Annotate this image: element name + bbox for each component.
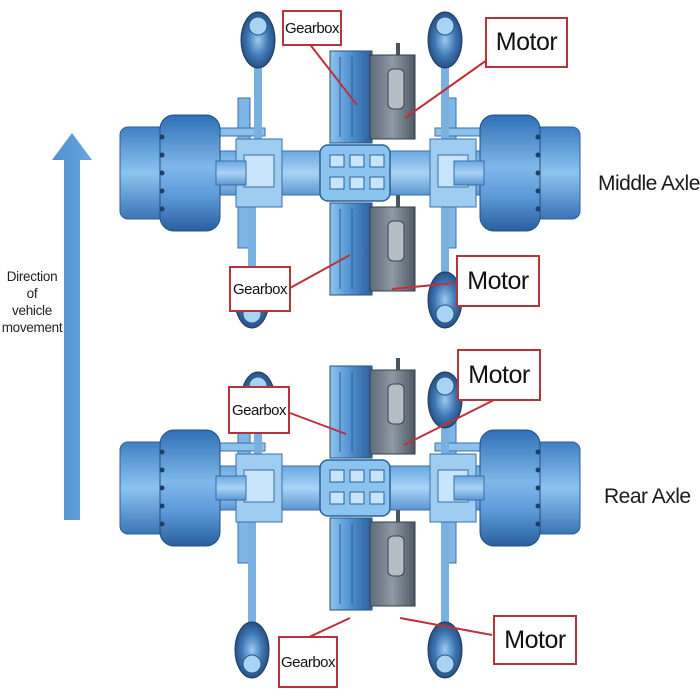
middle-axle-label: Middle Axle bbox=[598, 172, 700, 195]
hub-bolt bbox=[535, 170, 541, 176]
differential-housing bbox=[319, 144, 391, 202]
brake-drum-left bbox=[159, 429, 221, 547]
brake-rod bbox=[441, 488, 449, 630]
motor-callout: Motor bbox=[457, 349, 541, 401]
spindle-right bbox=[453, 475, 485, 501]
motor-callout: Motor bbox=[493, 615, 577, 665]
differential-detail bbox=[369, 154, 385, 168]
gearbox-callout: Gearbox bbox=[278, 636, 338, 688]
gearbox-callout: Gearbox bbox=[282, 10, 342, 46]
motor-shaft bbox=[396, 358, 400, 370]
hub-bolt bbox=[159, 467, 165, 473]
brake-drum-right bbox=[479, 114, 541, 232]
brake-rod bbox=[248, 173, 256, 280]
brake-rod bbox=[441, 60, 449, 173]
hub-bolt bbox=[159, 503, 165, 509]
motor-terminal bbox=[387, 383, 405, 425]
motor-terminal bbox=[387, 220, 405, 262]
motor-shaft bbox=[396, 510, 400, 522]
differential-detail bbox=[349, 154, 365, 168]
differential-detail bbox=[369, 469, 385, 483]
differential-detail bbox=[349, 176, 365, 190]
brake-chamber-cap bbox=[435, 16, 455, 36]
gearbox-housing bbox=[329, 202, 373, 296]
leader-lines bbox=[289, 37, 499, 639]
motor-shaft bbox=[396, 43, 400, 55]
motor-terminal bbox=[387, 68, 405, 110]
hub-bolt bbox=[535, 521, 541, 527]
leader-line bbox=[306, 617, 351, 639]
hub-bolt bbox=[535, 467, 541, 473]
differential-detail bbox=[329, 154, 345, 168]
rear-axle-assembly bbox=[119, 358, 581, 679]
rear-axle-label: Rear Axle bbox=[604, 485, 691, 508]
motor-shaft bbox=[396, 195, 400, 207]
differential-detail bbox=[329, 491, 345, 505]
differential-detail bbox=[329, 469, 345, 483]
spindle-left bbox=[215, 475, 247, 501]
brake-rod bbox=[441, 173, 449, 280]
spring-seat-detail bbox=[243, 469, 275, 503]
leader-line bbox=[289, 412, 347, 435]
leader-line bbox=[289, 254, 351, 289]
hub-bolt bbox=[535, 449, 541, 455]
hub-bolt bbox=[159, 152, 165, 158]
brake-chamber-cap bbox=[435, 654, 455, 674]
motor-callout: Motor bbox=[456, 255, 540, 307]
leader-line bbox=[403, 397, 499, 446]
motor-terminal bbox=[387, 535, 405, 577]
gearbox-housing bbox=[329, 365, 373, 459]
direction-arrow bbox=[52, 133, 92, 520]
hub-bolt bbox=[535, 485, 541, 491]
motor-callout: Motor bbox=[485, 17, 568, 68]
spring-seat-detail bbox=[243, 154, 275, 188]
brake-drum-right bbox=[479, 429, 541, 547]
differential-detail bbox=[349, 469, 365, 483]
spindle-left bbox=[215, 160, 247, 186]
brake-drum-left bbox=[159, 114, 221, 232]
brake-rod bbox=[254, 60, 262, 173]
hub-bolt bbox=[535, 188, 541, 194]
brake-chamber-cap bbox=[242, 654, 262, 674]
gearbox-callout: Gearbox bbox=[229, 266, 291, 312]
differential-detail bbox=[329, 176, 345, 190]
spindle-right bbox=[453, 160, 485, 186]
differential-detail bbox=[369, 176, 385, 190]
hub-bolt bbox=[535, 503, 541, 509]
hub-bolt bbox=[535, 134, 541, 140]
brake-chamber-cap bbox=[435, 376, 455, 396]
leader-line bbox=[391, 282, 456, 290]
leader-line bbox=[304, 37, 358, 106]
hub-bolt bbox=[159, 134, 165, 140]
hub-bolt bbox=[535, 152, 541, 158]
hub-bolt bbox=[159, 485, 165, 491]
brake-chamber-cap bbox=[435, 304, 455, 324]
differential-detail bbox=[349, 491, 365, 505]
differential-housing bbox=[319, 459, 391, 517]
hub-bolt bbox=[159, 449, 165, 455]
differential-detail bbox=[369, 491, 385, 505]
hub-bolt bbox=[535, 206, 541, 212]
hub-bolt bbox=[159, 521, 165, 527]
middle-axle-assembly bbox=[119, 11, 581, 329]
hub-bolt bbox=[159, 170, 165, 176]
leader-line bbox=[399, 617, 493, 636]
gearbox-housing bbox=[329, 517, 373, 611]
brake-rod bbox=[248, 488, 256, 630]
hub-bolt bbox=[159, 188, 165, 194]
leader-line bbox=[404, 59, 488, 119]
direction-label: Direction of vehicle movement bbox=[1, 269, 63, 335]
brake-chamber-cap bbox=[248, 16, 268, 36]
gearbox-callout: Gearbox bbox=[228, 386, 290, 434]
hub-bolt bbox=[159, 206, 165, 212]
